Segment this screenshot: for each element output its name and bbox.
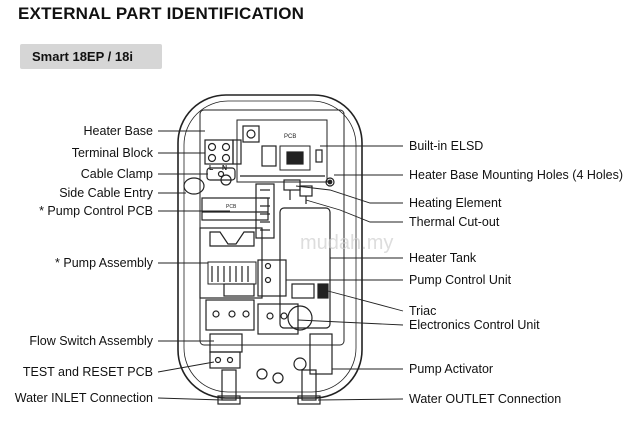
page-title: EXTERNAL PART IDENTIFICATION [18,4,305,23]
mounting-hole [325,177,335,187]
label-pump-assembly: * Pump Assembly [55,256,153,270]
label-water-outlet: Water OUTLET Connection [409,392,562,406]
pump-control-unit [257,259,287,297]
label-flow-switch-assembly: Flow Switch Assembly [29,334,153,348]
label-pump-control-unit: Pump Control Unit [409,273,512,287]
pump-control-pcb [201,197,269,221]
water-inlet-pipe [221,369,237,401]
label-test-reset-pcb: TEST and RESET PCB [22,365,153,379]
top-pcb [236,119,328,183]
label-heating-element: Heating Element [409,196,502,210]
label-heater-tank: Heater Tank [409,251,477,265]
heater-casing-inner [183,100,357,393]
terminal-n-text: N [222,165,227,172]
label-water-inlet: Water INLET Connection [14,391,153,405]
label-heater-base: Heater Base [83,124,153,138]
label-pump-activator: Pump Activator [409,362,494,376]
pcb-pump-text: PCB [226,204,237,210]
terminal-l-text: L [209,165,214,172]
label-triac: Triac [409,304,437,318]
label-built-in-elsd: Built-in ELSD [409,139,484,153]
label-side-cable-entry: Side Cable Entry [59,186,153,200]
side-cable-entry [183,177,205,195]
label-electronics-control-unit: Electronics Control Unit [409,318,540,332]
heating-element [283,179,301,191]
pcb-top-text: PCB [284,134,296,140]
label-thermal-cut-out: Thermal Cut-out [409,215,500,229]
model-badge: Smart 18EP / 18i [20,44,162,69]
triac [317,283,329,299]
pump-activator [309,333,333,375]
label-heater-base-mounting-holes: Heater Base Mounting Holes (4 Holes) [409,168,623,182]
label-cable-clamp: Cable Clamp [80,167,153,181]
water-outlet-pipe [301,369,317,401]
pump-assembly [199,227,263,299]
watermark: mudah.my [300,232,394,254]
flow-switch-assembly [205,299,255,331]
heater-tank [279,207,331,329]
heater-casing [177,94,363,399]
label-terminal-block: Terminal Block [71,146,153,160]
label-pump-control-pcb: * Pump Control PCB [39,204,153,218]
electronics-control-unit [257,303,299,335]
model-label: Smart 18EP / 18i [32,49,133,64]
test-reset-pcb [209,351,241,369]
